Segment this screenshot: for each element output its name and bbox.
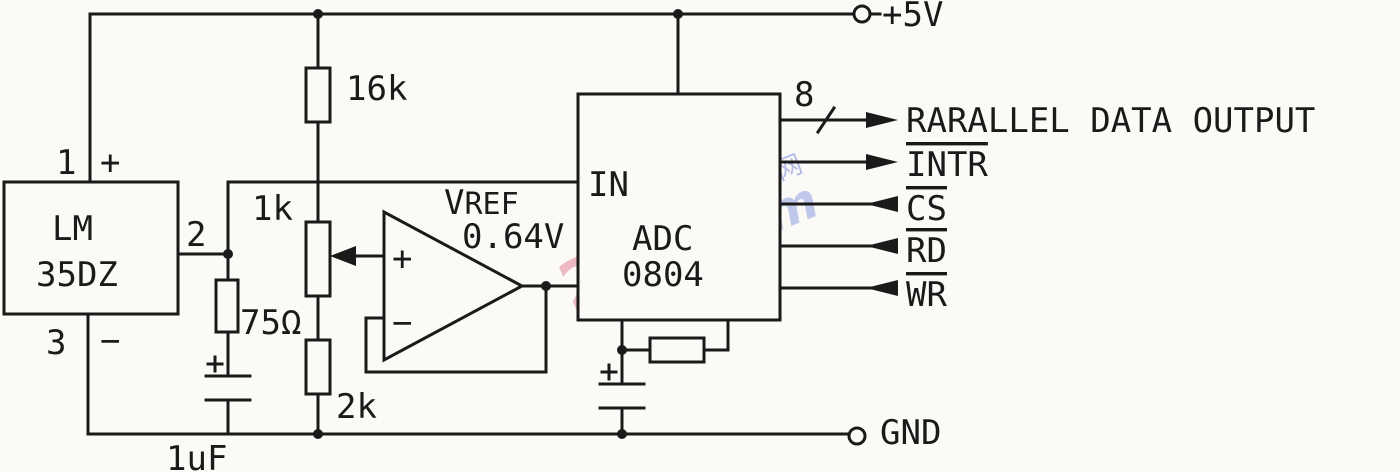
potentiometer-1k-label: 1k: [252, 189, 293, 229]
lm35dz-sensor: LM 35DZ 1 + 2 3 −: [2, 12, 206, 436]
intr-arrow-icon: [866, 154, 898, 170]
cs-label: CS: [906, 189, 947, 229]
parallel-data-output-label: RARALLEL DATA OUTPUT: [906, 101, 1315, 141]
data-arrow-icon: [866, 112, 898, 128]
gnd-rail: GND: [86, 413, 941, 453]
cs-arrow-icon: [866, 196, 898, 212]
adc-name-line2: 0804: [622, 255, 704, 295]
rd-label: RD: [906, 231, 947, 271]
vcc-terminal: [852, 4, 872, 24]
resistor-16k-label: 16k: [346, 69, 407, 109]
opamp-buffer: + − VREF 0.64V: [364, 183, 580, 374]
sensor-pin1: 1: [56, 143, 76, 183]
rd-arrow-icon: [866, 238, 898, 254]
wiper-connection: [330, 246, 386, 266]
vref-label: VREF: [444, 183, 519, 223]
capacitor-label: 1uF: [166, 439, 227, 472]
adc-name-line1: ADC: [632, 219, 693, 259]
wr-label: WR: [906, 275, 947, 315]
wiper-arrow-icon: [330, 246, 356, 266]
adc-in-label: IN: [588, 165, 629, 205]
gnd-label: GND: [880, 413, 941, 453]
sensor-plus-sign: +: [100, 143, 120, 183]
resistor-16k: [304, 66, 332, 124]
gnd-terminal: [847, 426, 867, 446]
resistor-2k: [304, 338, 332, 396]
sensor-minus-sign: −: [100, 321, 120, 361]
junction-dot: [223, 249, 233, 259]
sensor-pin2: 2: [186, 215, 206, 255]
adc-clock-resistor: [648, 336, 706, 364]
adc-outputs: 8 RARALLEL DATA OUTPUT INTR CS RD WR: [778, 75, 1315, 315]
adc-body: [576, 92, 782, 322]
intr-label: INTR: [906, 145, 988, 185]
sensor-pin3: 3: [46, 323, 66, 363]
vref-value: 0.64V: [462, 217, 564, 257]
sensor-name-line1: LM: [52, 209, 93, 249]
opamp-minus-input: −: [392, 303, 412, 343]
adc0804: IN ADC 0804: [576, 9, 782, 439]
bus-slash: [815, 105, 837, 135]
opamp-plus-input: +: [392, 239, 412, 279]
vcc-label: +5V: [882, 0, 943, 35]
opamp-triangle: [382, 209, 526, 363]
vcc-rail: +5V: [88, 0, 943, 35]
sensor-name-line2: 35DZ: [36, 255, 118, 295]
resistor-75-ohm-label: 75Ω: [240, 303, 301, 343]
resistor-2k-label: 2k: [336, 387, 377, 427]
voltage-divider: 16k 1k 2k: [252, 9, 407, 439]
resistor-75-ohm: [214, 278, 240, 334]
sensor-output-network: 75Ω 1uF: [166, 180, 582, 472]
bus-width-label: 8: [794, 75, 814, 115]
wr-arrow-icon: [866, 280, 898, 296]
potentiometer-1k: [304, 220, 332, 298]
sensor-body: [2, 180, 180, 316]
